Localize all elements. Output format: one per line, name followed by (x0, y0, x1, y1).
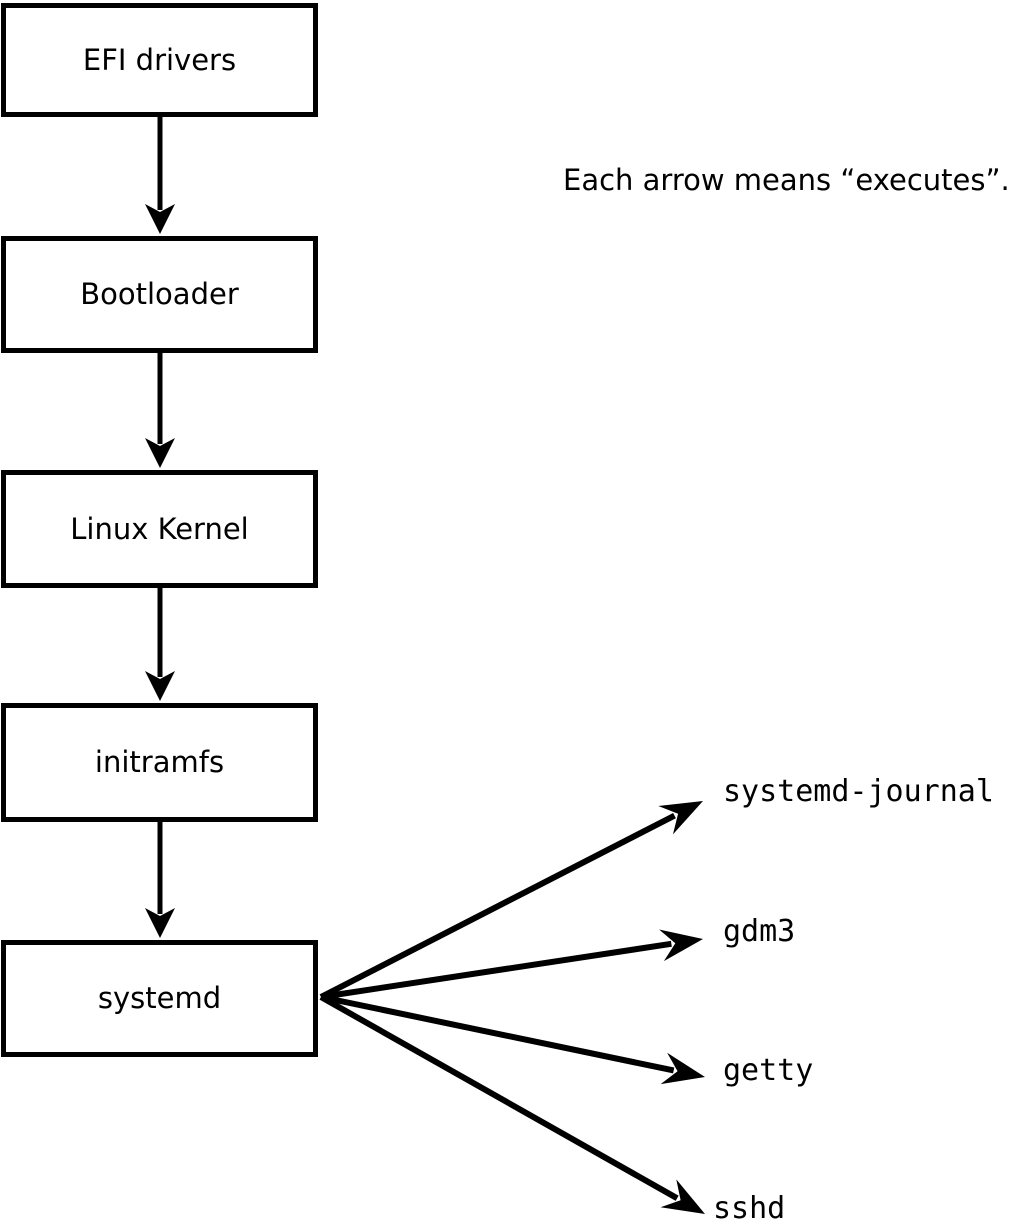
arrow-head (145, 908, 175, 938)
service-label-systemd-journal: systemd-journal (723, 774, 994, 809)
arrow-head (660, 1179, 705, 1214)
fanout-arrow-gdm3 (320, 929, 703, 1000)
chain-arrow-initramfs-to-systemd (145, 822, 175, 938)
fanout-arrow-systemd-journal (319, 801, 703, 1000)
stage-label: Linux Kernel (70, 511, 249, 546)
arrow-head (145, 204, 175, 234)
arrow-head (658, 801, 703, 835)
stage-box-initramfs: initramfs (1, 703, 318, 822)
arrow-head (660, 1052, 705, 1085)
arrow-shaft (320, 940, 672, 1000)
stage-box-linux-kernel: Linux Kernel (1, 470, 318, 588)
chain-arrow-efi-to-bootloader (145, 117, 175, 234)
stage-box-systemd: systemd (1, 940, 318, 1057)
fanout-arrow-getty (320, 994, 705, 1085)
stage-box-bootloader: Bootloader (1, 236, 318, 353)
fanout-arrow-sshd (319, 994, 705, 1214)
arrow-head (145, 438, 175, 468)
service-label-gdm3: gdm3 (723, 914, 796, 949)
arrow-head (145, 671, 175, 701)
service-label-sshd: sshd (713, 1191, 786, 1226)
service-label-getty: getty (723, 1053, 814, 1088)
stage-label: EFI drivers (82, 42, 237, 77)
stage-label: Bootloader (80, 277, 239, 311)
chain-arrow-kernel-to-initramfs (145, 588, 175, 701)
arrow-shaft (319, 994, 679, 1201)
chain-arrow-bootloader-to-kernel (145, 353, 175, 468)
arrow-shaft (319, 812, 676, 1000)
diagram-caption: Each arrow means “executes”. (563, 163, 1010, 197)
arrow-shaft (320, 994, 675, 1074)
arrow-head (659, 929, 703, 962)
stage-label: systemd (97, 981, 222, 1015)
stage-box-efi-drivers: EFI drivers (1, 3, 318, 117)
stage-label: initramfs (94, 745, 225, 779)
